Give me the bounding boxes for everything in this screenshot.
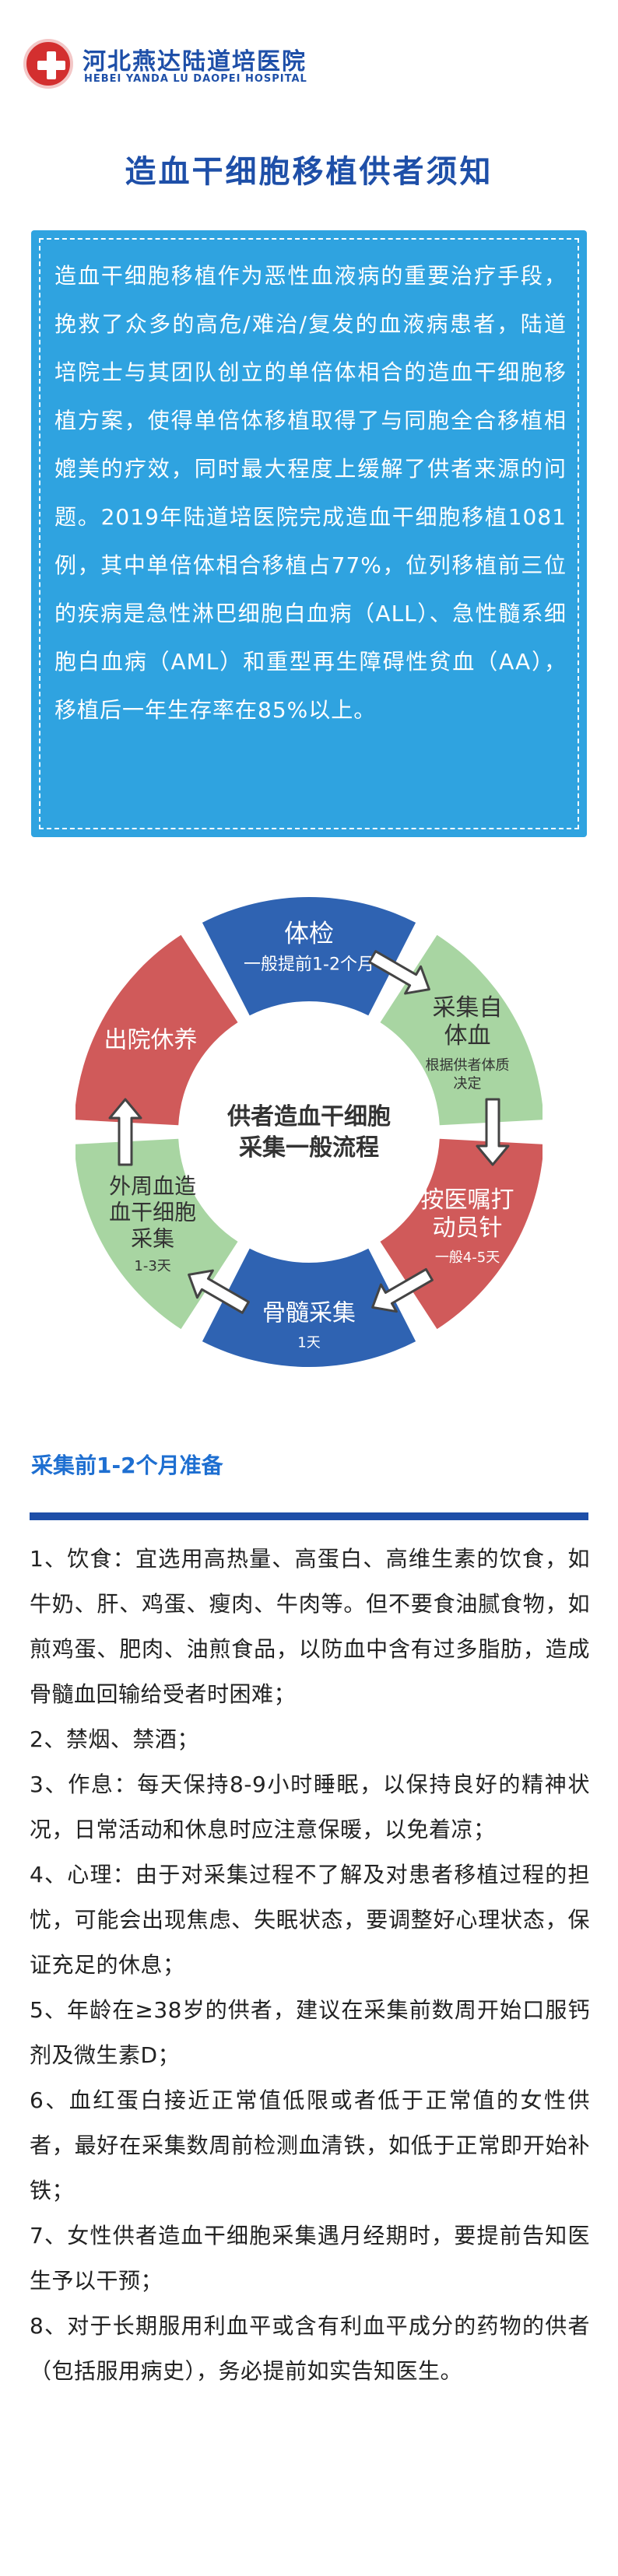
flow-step-label: 采集自: [433, 994, 503, 1022]
flow-arrow-icon: [108, 1098, 142, 1166]
collection-flow-diagram: 供者造血干细胞采集一般流程体检一般提前1-2个月采集自体血根据供者体质决定按医嘱…: [75, 897, 543, 1367]
flow-segment: [202, 1248, 416, 1367]
list-item: 3、作息：每天保持8-9小时睡眠，以保持良好的精神状况，日常活动和休息时应注意保…: [30, 1772, 590, 1842]
flow-segment: [202, 897, 416, 1016]
flow-center-subtitle: 采集一般流程: [239, 1134, 379, 1162]
intro-panel: 造血干细胞移植作为恶性血液病的重要治疗手段，挽救了众多的高危/难治/复发的血液病…: [31, 230, 587, 837]
list-item: 4、心理：由于对采集过程不了解及对患者移植过程的担忧，可能会出现焦虑、失眠状态，…: [30, 1862, 590, 1978]
list-item: 7、女性供者造血干细胞采集遇月经期时，要提前告知医生予以干预；: [30, 2223, 590, 2294]
flow-step-label: 体检: [284, 918, 334, 948]
flow-step-label: 采集: [131, 1225, 174, 1251]
flow-step-label: 骨髓采集: [262, 1299, 356, 1327]
hospital-name-en: HEBEI YANDA LU DAOPEI HOSPITAL: [84, 73, 307, 85]
flow-arrow-icon: [188, 1269, 250, 1314]
flow-step-label: 外周血造: [109, 1173, 196, 1199]
flow-step-label: 出院休养: [104, 1027, 197, 1054]
section-divider: [30, 1512, 588, 1520]
flow-step-label: 动员针: [433, 1214, 503, 1242]
flow-step-duration: 决定: [454, 1076, 482, 1092]
list-item: 8、对于长期服用利血平或含有利血平成分的药物的供者（包括服用病史），务必提前如实…: [30, 2313, 590, 2384]
flow-segment: [75, 934, 238, 1126]
flow-step-label: 体血: [444, 1022, 491, 1050]
intro-dashed-border: 造血干细胞移植作为恶性血液病的重要治疗手段，挽救了众多的高危/难治/复发的血液病…: [39, 238, 579, 829]
intro-text: 造血干细胞移植作为恶性血液病的重要治疗手段，挽救了众多的高危/难治/复发的血液病…: [54, 263, 567, 723]
section-title: 采集前1-2个月准备: [31, 1453, 223, 1478]
list-item: 1、饮食：宜选用高热量、高蛋白、高维生素的饮食，如牛奶、肝、鸡蛋、瘦肉、牛肉等。…: [30, 1546, 590, 1707]
flow-step-duration: 一般提前1-2个月: [244, 955, 374, 975]
flow-step-duration: 1-3天: [134, 1258, 170, 1274]
flow-step-label: 按医嘱打: [421, 1186, 514, 1214]
flow-step-duration: 1天: [297, 1334, 320, 1351]
flow-center-title: 供者造血干细胞: [226, 1103, 391, 1130]
flow-arrow-icon: [476, 1098, 510, 1166]
hospital-header: 河北燕达陆道培医院 HEBEI YANDA LU DAOPEI HOSPITAL: [23, 39, 490, 93]
flow-step-label: 血干细胞: [109, 1200, 196, 1225]
preparation-list: 1、饮食：宜选用高热量、高蛋白、高维生素的饮食，如牛奶、肝、鸡蛋、瘦肉、牛肉等。…: [30, 1537, 590, 2394]
flow-arrow-icon: [368, 950, 430, 995]
page-title: 造血干细胞移植供者须知: [125, 154, 493, 190]
hospital-logo-icon: [23, 39, 73, 89]
flow-step-duration: 根据供者体质: [426, 1057, 510, 1074]
flow-center-circle: [180, 1003, 438, 1261]
list-item: 2、禁烟、禁酒；: [30, 1726, 199, 1752]
flow-step-duration: 一般4-5天: [435, 1249, 500, 1266]
flow-arrow-icon: [371, 1267, 434, 1313]
list-item: 6、血红蛋白接近正常值低限或者低于正常值的女性供者，最好在采集数周前检测血清铁，…: [30, 2087, 590, 2203]
hospital-name-cn: 河北燕达陆道培医院: [83, 48, 307, 75]
list-item: 5、年龄在≥38岁的供者，建议在采集前数周开始口服钙剂及微生素D；: [30, 1997, 590, 2068]
